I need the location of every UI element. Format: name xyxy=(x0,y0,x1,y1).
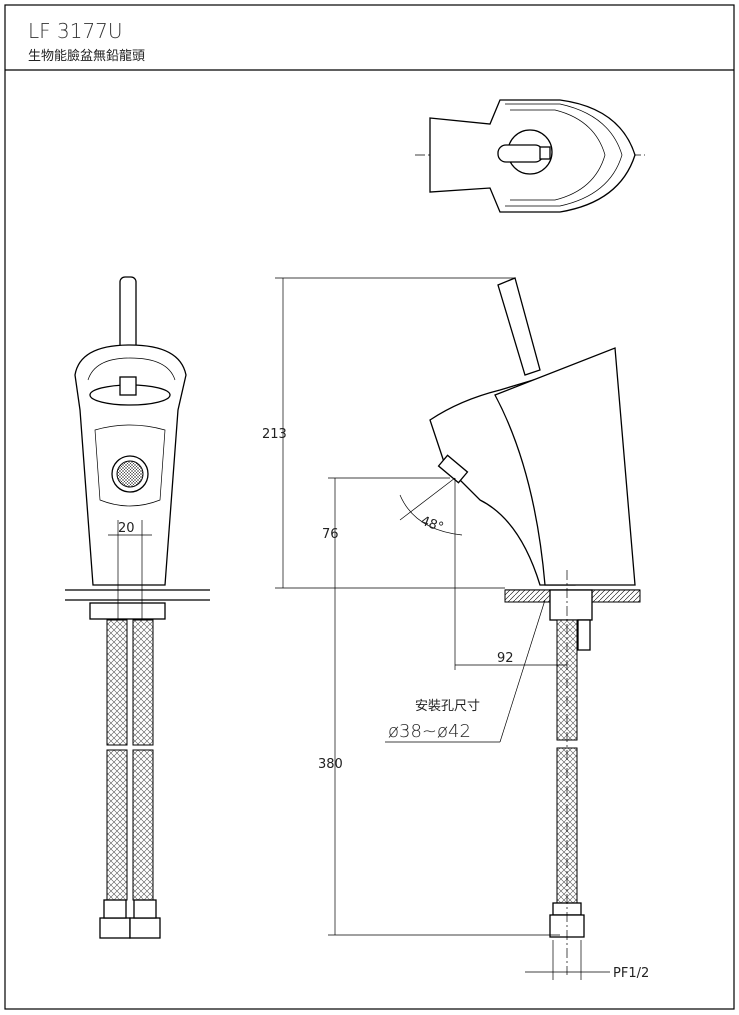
total-height-dimension: 213 xyxy=(262,427,287,442)
hose-length-dimension: 380 xyxy=(318,757,343,772)
hole-size-value: ø38~ø42 xyxy=(388,721,471,742)
product-name: 生物能臉盆無鉛龍頭 xyxy=(28,48,145,64)
side-view: 213 76 380 92 48° 安裝孔尺寸 ø38~ø42 PF1/2 xyxy=(262,277,649,981)
spout-reach-dimension: 92 xyxy=(497,651,514,666)
nozzle-width-dimension: 20 xyxy=(118,521,135,536)
drawing-frame xyxy=(4,4,735,1010)
top-view xyxy=(415,99,645,213)
model-number: LF 3177U xyxy=(28,19,123,43)
thread-dimension: PF1/2 xyxy=(613,966,649,981)
spout-height-dimension: 76 xyxy=(322,527,339,542)
front-view: 20 xyxy=(65,276,210,939)
hole-size-label: 安裝孔尺寸 xyxy=(415,699,480,714)
spout-angle-dimension: 48° xyxy=(419,514,446,536)
